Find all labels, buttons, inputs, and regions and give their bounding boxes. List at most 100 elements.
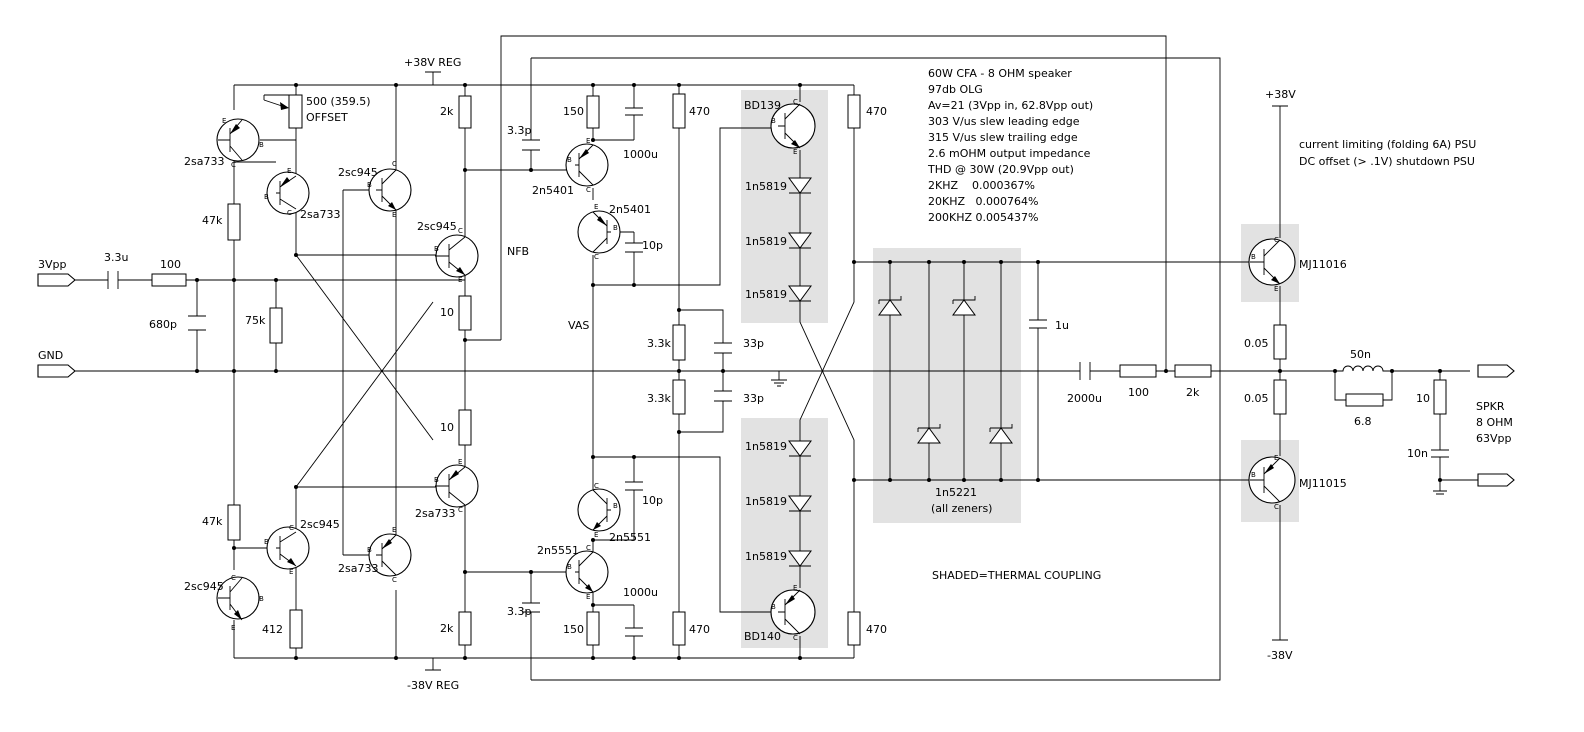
q10-label: 2n5401 [609,203,651,216]
res-47k-bot-label: 47k [202,515,223,528]
spec-line-7: THD @ 30W (20.9Vpp out) [927,163,1074,176]
q15-transistor [1248,238,1296,286]
svg-text:B: B [367,546,372,554]
svg-text:B: B [613,224,618,232]
svg-text:E: E [594,531,598,539]
res-100-fb-label: 100 [1128,386,1149,399]
cap-33p-bot [714,390,732,402]
cap-33p-bot-label: 33p [743,392,764,405]
input-label: 3Vpp [38,258,67,271]
cap-2000u-label: 2000u [1067,392,1102,405]
svg-text:E: E [222,117,226,125]
q4-label: 2sc945 [417,220,457,233]
res-10-top-label: 10 [440,306,454,319]
svg-text:E: E [289,568,293,576]
svg-text:C: C [289,524,294,532]
spec-line-10: 200KHZ 0.005437% [928,211,1038,224]
cap-680p-label: 680p [149,318,177,331]
res-10-bot [458,409,472,446]
res-150-top [586,95,600,129]
q8-label: 2sa733 [338,562,378,575]
q1-label: 2sa733 [184,155,224,168]
spec-line-6: 2.6 mOHM output impedance [928,147,1091,160]
svg-text:C: C [231,574,236,582]
rail-neg-label: -38V [1267,649,1293,662]
inductor-label: 50n [1350,348,1371,361]
spec-line-5: 315 V/us slew trailing edge [928,131,1078,144]
cap-10p-bot [625,481,643,491]
q16-transistor [1248,456,1296,504]
res-470-c-label: 470 [866,105,887,118]
cap-1000u-bot-label: 1000u [623,586,658,599]
svg-text:B: B [567,563,572,571]
res-412 [289,609,303,649]
res-100-fb [1119,364,1157,378]
svg-text:E: E [287,167,291,175]
svg-text:E: E [458,458,462,466]
svg-text:E: E [231,624,235,632]
q16-label: MJ11015 [1299,477,1347,490]
res-6p8-label: 6.8 [1354,415,1372,428]
zener-label-1: 1n5221 [935,486,977,499]
res-005-top [1273,324,1287,360]
svg-text:C: C [793,634,798,642]
svg-text:B: B [434,476,439,484]
q6-transistor [266,526,310,570]
vas-label: VAS [568,319,589,332]
q9-label: 2n5401 [532,184,574,197]
diode-5-label: 1n5819 [745,495,787,508]
diode-4-label: 1n5819 [745,440,787,453]
svg-text:B: B [264,538,269,546]
zener-1 [878,296,902,316]
res-offset-pot [288,94,303,129]
q13-transistor [770,103,816,149]
junction-dots [195,83,1442,660]
svg-text:E: E [793,584,797,592]
svg-text:E: E [1274,454,1278,462]
q11-label: 2n5551 [609,531,651,544]
res-150-bot [586,611,600,646]
q7-transistor [216,576,260,621]
offset-pot-name: OFFSET [306,111,348,124]
res-470-b-label: 470 [689,623,710,636]
svg-text:B: B [434,245,439,253]
cap-3p3-bot [522,602,540,613]
res-470-c [847,94,861,129]
svg-text:E: E [392,211,396,219]
svg-text:B: B [259,141,264,149]
gnd-connector-icon [37,364,76,378]
res-zobel-label: 10 [1416,392,1430,405]
diode-1n5819-6 [788,550,812,567]
spec-line-8: 2KHZ 0.000367% [928,179,1035,192]
diode-2-label: 1n5819 [745,235,787,248]
rail-pos-label: +38V [1265,88,1296,101]
psu-note-1: current limiting (folding 6A) PSU [1299,138,1476,151]
svg-text:C: C [586,544,591,552]
svg-text:B: B [771,117,776,125]
cap-2000u [1079,362,1091,380]
res-150-top-label: 150 [563,105,584,118]
spkr-label-3: 63Vpp [1476,432,1512,445]
q7-label: 2sc945 [184,580,224,593]
res-10-bot-label: 10 [440,421,454,434]
res-3k3-top-label: 3.3k [647,337,671,350]
svg-text:E: E [458,276,462,284]
diode-1-label: 1n5819 [745,180,787,193]
svg-text:B: B [567,156,572,164]
cap-10n [1431,449,1449,458]
diode-1n5819-5 [788,495,812,512]
spec-line-2: 97db OLG [928,83,983,96]
res-3k3-bot-label: 3.3k [647,392,671,405]
svg-text:E: E [793,148,797,156]
cap-10p-bot-label: 10p [642,494,663,507]
res-005-top-label: 0.05 [1244,337,1269,350]
svg-text:E: E [1274,285,1278,293]
cap-1000u-bot [625,627,643,637]
zener-2 [917,424,941,444]
svg-text:B: B [771,603,776,611]
zener-4 [989,424,1013,444]
cap-3u3-label: 3.3u [104,251,128,264]
svg-text:B: B [1251,253,1256,261]
rail-pos-reg-label: +38V REG [404,56,461,69]
wiring [75,35,1478,681]
